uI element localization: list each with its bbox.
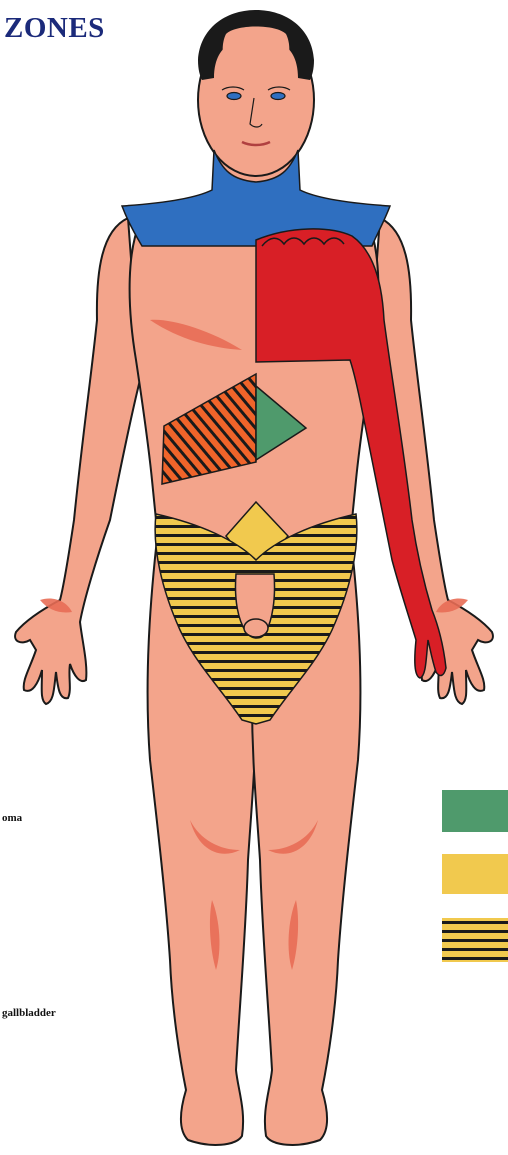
legend-swatch-yellow-striped xyxy=(442,918,508,962)
genital-tip xyxy=(244,619,268,637)
legend-swatch-yellow xyxy=(442,854,508,894)
legend-swatch-green xyxy=(442,790,508,832)
left-arm xyxy=(15,218,140,704)
scalp xyxy=(223,27,290,61)
